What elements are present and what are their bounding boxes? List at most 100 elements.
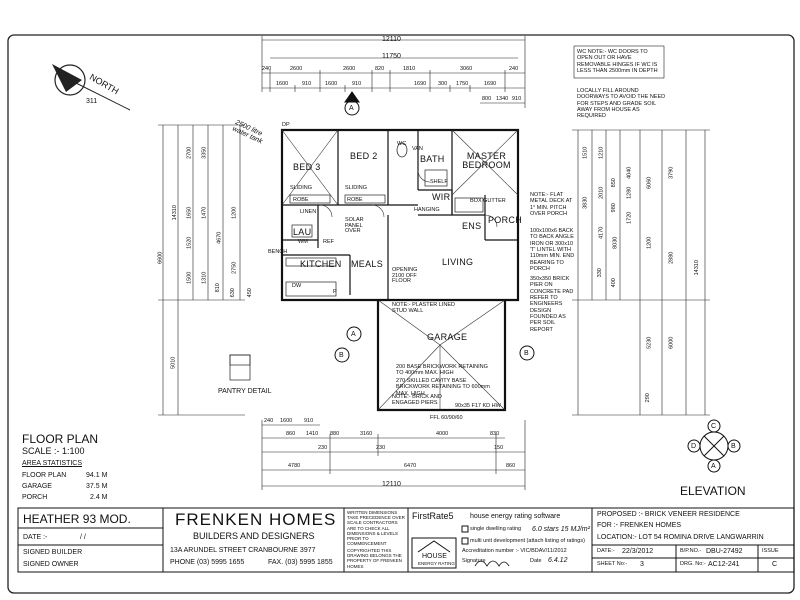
dim-top-r2-4: 1690 (414, 81, 427, 87)
dim-top-r2-3: 910 (352, 81, 362, 87)
label-ffl: FFL 60/90/60 (430, 415, 463, 421)
dim-top-r2-6: 1750 (456, 81, 469, 87)
tb-signature-label: Signature (462, 558, 486, 564)
tb-proposed: PROPOSED :- BRICK VENEER RESIDENCE (597, 511, 740, 518)
tb-for: FOR :- FRENKEN HOMES (597, 522, 682, 529)
label-solar: SOLAR PANEL OVER (345, 217, 364, 234)
tb-drg-value: AC12-241 (708, 561, 740, 568)
section-b-right: B (524, 350, 529, 357)
room-living: LIVING (442, 257, 474, 267)
room-master: MASTER BEDROOM (462, 151, 511, 170)
elev-c: C (711, 423, 717, 430)
north-bearing: 311 (86, 98, 98, 105)
dim-right-19: 2010 (598, 186, 605, 199)
dim-right-5: 980 (610, 203, 617, 213)
house-walls (280, 128, 520, 412)
note-lintel: 100x100x6 BACK TO BACK ANGLE IRON OR 300… (530, 228, 575, 272)
tb-date-value: / / (80, 534, 86, 541)
dim-top-right-1: 1340 (496, 96, 509, 102)
dim-bot-r2-1: 1410 (306, 431, 319, 437)
label-hanging: HANGING (414, 207, 440, 213)
dim-bot-r2b-1: 230 (376, 445, 386, 451)
label-wc: WC (397, 141, 407, 147)
dim-overall-top: 12110 (382, 36, 401, 43)
room-lau: LAU (293, 227, 312, 237)
tb-sheet-label: SHEET No:- (597, 561, 628, 567)
tb-date-label: DATE :- (23, 534, 48, 541)
dim-left-8: 1200 (231, 206, 238, 219)
stat-value: 94.1 M (86, 472, 108, 479)
dim-bot-r2-3: 3160 (360, 431, 373, 437)
dim-bot-r2-4: 4000 (436, 431, 449, 437)
dim-top-r1-0: 240 (262, 66, 272, 72)
section-a-top: A (349, 105, 354, 112)
dim-bot-r3-2: 860 (506, 463, 516, 469)
dim-bot-r1-0: 240 (264, 418, 274, 424)
elevation-marker-icon (687, 419, 741, 473)
dim-right-16: 1280 (626, 186, 633, 199)
dim-right-11: 400 (610, 278, 617, 288)
dim-top-r1-5: 3060 (460, 66, 473, 72)
note-deck: NOTE:- FLAT METAL DECK AT 1° MIN. PITCH … (530, 192, 573, 217)
label-sliding-2: SLIDING (345, 185, 368, 191)
room-ens: ENS (462, 221, 482, 231)
tb-design: HEATHER 93 MOD. (23, 512, 131, 526)
tb-sheet-value: 3 (640, 561, 644, 568)
dim-right-20: 330 (596, 268, 603, 278)
dim-left-12: 1500 (186, 271, 193, 284)
tb-date2-value: 6.4.12 (548, 557, 568, 564)
dim-right-4: 850 (610, 178, 617, 188)
stat-name: FLOOR PLAN (22, 472, 67, 479)
tb-bpu-value: DBU-27492 (706, 548, 743, 555)
tb-location: LOCATION:- LOT 54 ROMINA DRIVE LANGWARRI… (597, 534, 764, 541)
dim-bot-r3-0: 4780 (288, 463, 301, 469)
dim-left-1: 14310 (171, 205, 178, 221)
label-shelf: SHELF (430, 179, 448, 185)
label-sliding-1: SLIDING (290, 185, 313, 191)
stat-value: 2.4 M (90, 494, 108, 501)
tb-issue-label: ISSUE (762, 548, 779, 554)
label-garage-note-3: NOTE:- BRICK AND ENGAGED PIERS (392, 394, 442, 407)
dim-right-12: 5230 (646, 336, 653, 349)
stat-value: 37.5 M (86, 483, 108, 490)
dim-left-10: 1310 (201, 271, 208, 284)
dim-top-r1-6: 240 (509, 66, 519, 72)
dim-top-r1-2: 2600 (343, 66, 356, 72)
label-beam: 90x35 F17 KD HW (455, 403, 501, 409)
tb-bpu-label: B/P.NO.- (680, 548, 702, 554)
dim-right-7: 6060 (646, 176, 653, 189)
dim-bot-r2b-0: 230 (318, 445, 328, 451)
dim-left-2: 5010 (170, 356, 177, 369)
dim-right-15: 4040 (626, 166, 633, 179)
dim-top-r1-1: 2600 (290, 66, 303, 72)
room-garage: GARAGE (427, 332, 468, 342)
dim-top-r2-2: 1600 (325, 81, 338, 87)
dim-right-13: 6000 (668, 336, 675, 349)
north-arrow-icon (52, 64, 131, 111)
label-opening: OPENING 2100 OFF FLOOR (392, 267, 418, 284)
dim-bot-r2b-2: 150 (494, 445, 504, 451)
label-garage-note-1: 200 BASE BRICKWORK RETAINING TO 400mm MA… (396, 364, 488, 377)
dim-left-3: 2700 (186, 146, 193, 159)
dim-left-9: 1520 (186, 236, 193, 249)
dim-right-0: 1510 (582, 146, 589, 159)
tb-single-dwelling: single dwelling rating (470, 526, 522, 532)
room-meals: MEALS (351, 259, 384, 269)
elev-b: B (731, 443, 736, 450)
tb-phone: PHONE (03) 5995 1655 (170, 559, 245, 566)
stat-name: GARAGE (22, 483, 52, 490)
tb-signed-owner: SIGNED OWNER (23, 561, 79, 568)
dim-right-18: 8030 (612, 236, 619, 249)
dim-left-11: 2750 (231, 261, 238, 274)
elevation-label: ELEVATION (680, 484, 746, 498)
dim-left-4: 3350 (201, 146, 208, 159)
dim-left-0: 6600 (157, 251, 164, 264)
tb-company-sub: BUILDERS AND DESIGNERS (193, 531, 315, 541)
label-gutter: BOX GUTTER (470, 198, 506, 204)
dim-top-r2-7: 1690 (484, 81, 497, 87)
dim-top-r2-0: 1600 (276, 81, 289, 87)
room-porch: PORCH (488, 215, 523, 225)
tb-multi: multi unit development (attach listing o… (470, 538, 585, 544)
